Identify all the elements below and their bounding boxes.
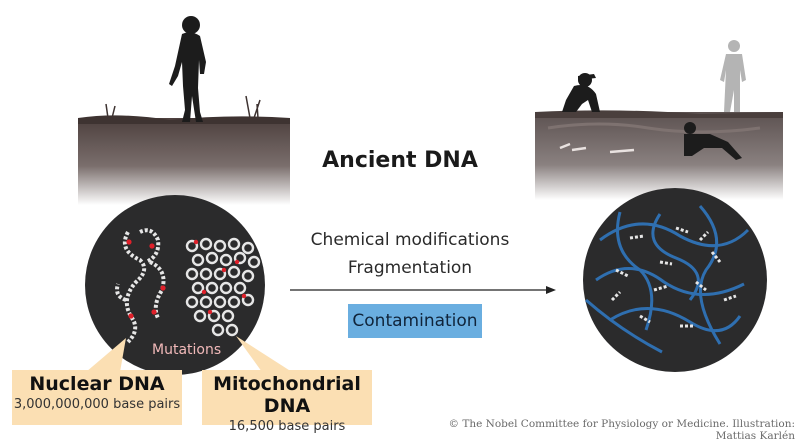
- contamination-dna: [585, 205, 750, 354]
- mito-pointer: [236, 336, 292, 372]
- right-soil-block: [535, 110, 783, 200]
- ancient-human-silhouette: [169, 16, 206, 122]
- page-title: Ancient DNA: [322, 148, 478, 173]
- researcher-kneeling: [684, 122, 742, 160]
- right-dna-circle: [583, 188, 767, 372]
- mutations-label: Mutations: [152, 342, 222, 358]
- left-dna-circle: [85, 195, 265, 375]
- nuclear-dna-title: Nuclear DNA: [29, 373, 165, 395]
- process-chemical-modifications: Chemical modifications: [310, 230, 510, 250]
- ancient-dna-fragments: [610, 226, 737, 328]
- researcher-standing: [720, 40, 746, 112]
- mito-dna-subtitle: 16,500 base pairs: [228, 419, 346, 434]
- mitochondrial-dna-rings: [185, 237, 261, 337]
- left-soil-block: [78, 95, 290, 205]
- credit-line: © The Nobel Committee for Physiology or …: [448, 418, 795, 442]
- nuclear-dna-subtitle: 3,000,000,000 base pairs: [13, 397, 181, 412]
- mito-dna-title: Mitochondrial DNA: [213, 373, 361, 417]
- researcher-crouching: [562, 73, 600, 112]
- contamination-label: Contamination: [348, 304, 482, 338]
- nuclear-dna-strand: [115, 228, 166, 344]
- process-arrow: [290, 286, 556, 294]
- nuclear-pointer: [86, 338, 126, 372]
- mito-dna-box: Mitochondrial DNA 16,500 base pairs: [202, 370, 372, 434]
- nuclear-dna-box: Nuclear DNA 3,000,000,000 base pairs: [12, 370, 182, 425]
- process-fragmentation: Fragmentation: [347, 258, 473, 278]
